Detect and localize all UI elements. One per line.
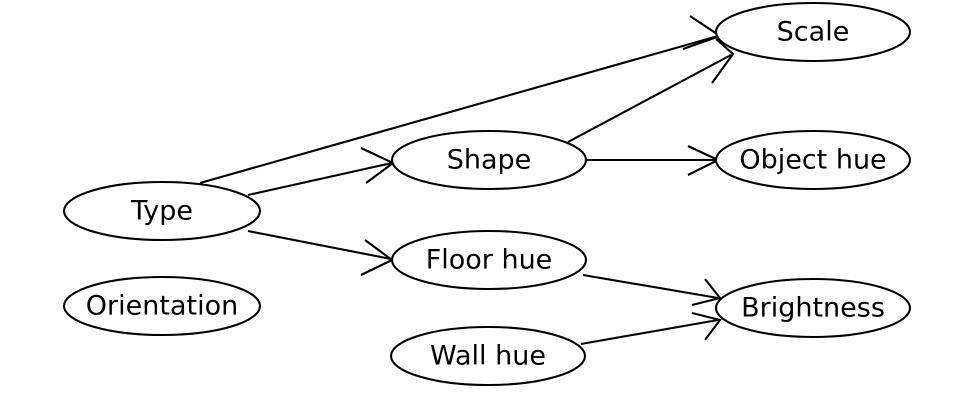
edge-line-wall-hue-brightness (580, 318, 719, 346)
edge-line-floor-hue-brightness (582, 273, 719, 300)
node-label-brightness: Brightness (741, 293, 885, 324)
node-label-wall-hue: Wall hue (430, 341, 546, 372)
node-label-scale: Scale (777, 17, 850, 48)
node-label-orientation: Orientation (86, 291, 238, 322)
node-brightness[interactable]: Brightness (714, 277, 912, 339)
node-ellipse-type[interactable] (62, 180, 262, 242)
edge-line-type-floor-hue (247, 229, 392, 261)
node-wall-hue[interactable]: Wall hue (389, 325, 587, 387)
node-type[interactable]: Type (62, 180, 262, 242)
node-label-shape: Shape (447, 145, 532, 176)
edge-line-type-shape (247, 161, 393, 197)
arrowhead-wall-hue-brightness (691, 311, 722, 341)
arrowhead-floor-hue-brightness (691, 278, 722, 307)
edge-floor-hue-to-brightness (582, 273, 722, 307)
node-ellipse-scale[interactable] (714, 1, 912, 63)
node-ellipse-shape[interactable] (390, 129, 588, 191)
node-label-object-hue: Object hue (739, 145, 886, 176)
node-ellipse-wall-hue[interactable] (389, 325, 587, 387)
arrowhead-type-floor-hue (360, 239, 395, 276)
node-object-hue[interactable]: Object hue (714, 129, 912, 191)
edge-line-type-scale (199, 34, 719, 185)
nodes-layer: Type Orientation Shape Floor hue Wall hu… (62, 1, 912, 387)
node-ellipse-floor-hue[interactable] (390, 229, 588, 291)
edge-line-shape-scale (567, 54, 732, 143)
node-orientation[interactable]: Orientation (62, 275, 262, 337)
node-ellipse-object-hue[interactable] (714, 129, 912, 191)
edge-type-to-floor-hue (247, 229, 395, 276)
arrowhead-shape-scale (711, 38, 735, 84)
edges-layer (199, 15, 735, 346)
node-label-type: Type (130, 196, 193, 227)
edge-shape-to-scale (567, 38, 735, 143)
edge-wall-hue-to-brightness (580, 311, 722, 346)
node-ellipse-brightness[interactable] (714, 277, 912, 339)
edge-shape-to-object-hue (587, 145, 721, 176)
node-label-floor-hue: Floor hue (426, 245, 553, 276)
node-floor-hue[interactable]: Floor hue (390, 229, 588, 291)
node-ellipse-orientation[interactable] (62, 275, 262, 337)
node-scale[interactable]: Scale (714, 1, 912, 63)
edge-type-to-shape (247, 147, 396, 197)
node-shape[interactable]: Shape (390, 129, 588, 191)
